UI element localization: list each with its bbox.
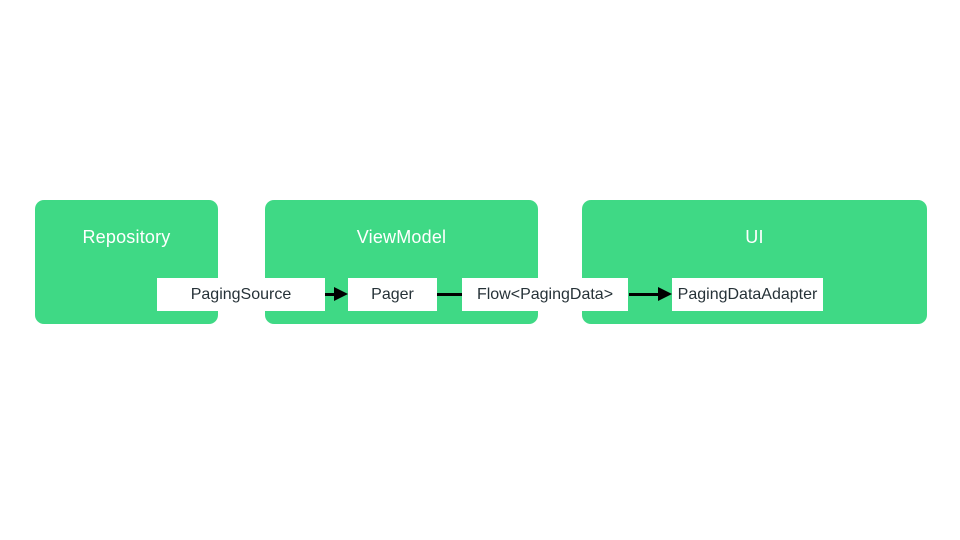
layer-viewmodel-title: ViewModel: [356, 227, 447, 247]
node-flow-paging-data: Flow<PagingData>: [462, 278, 628, 311]
arrowhead-icon: [334, 287, 348, 301]
connector-flow-to-adapter: [629, 293, 660, 296]
node-paging-data-adapter-label: PagingDataAdapter: [677, 285, 818, 303]
layer-ui-title: UI: [745, 227, 764, 247]
node-paging-source-label: PagingSource: [190, 285, 292, 303]
node-paging-data-adapter: PagingDataAdapter: [672, 278, 823, 311]
node-pager: Pager: [348, 278, 437, 311]
connector-pager-to-flow: [437, 293, 462, 296]
layer-repository-title: Repository: [82, 227, 171, 247]
node-paging-source: PagingSource: [157, 278, 325, 311]
arrowhead-icon: [658, 287, 672, 301]
node-flow-paging-data-label: Flow<PagingData>: [476, 285, 614, 303]
node-pager-label: Pager: [371, 285, 414, 303]
connector-pagingsource-to-pager: [325, 293, 337, 296]
layer-repository: Repository: [35, 200, 218, 324]
